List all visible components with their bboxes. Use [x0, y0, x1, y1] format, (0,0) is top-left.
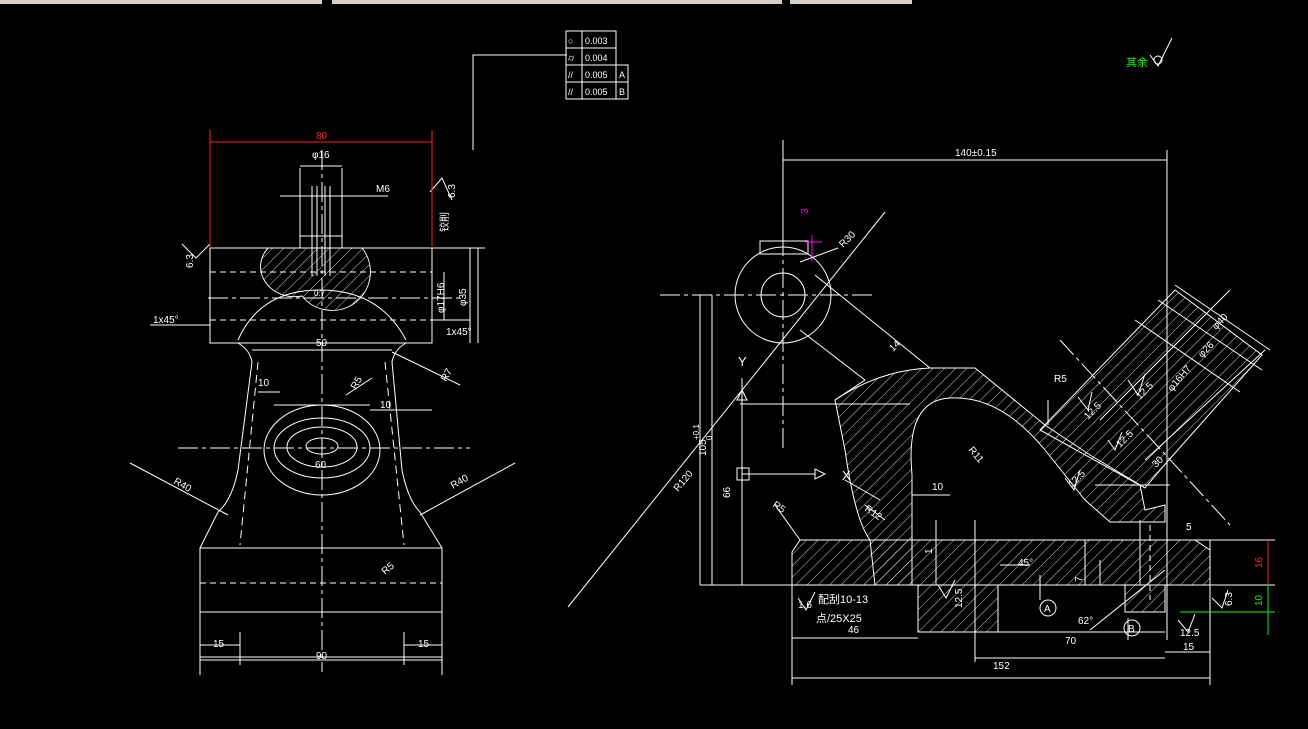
- dim-width-top: 80: [316, 131, 328, 142]
- toolbar-segment: [0, 0, 322, 4]
- dim-height-105: 105: [698, 439, 709, 456]
- tolerance-symbol: ○: [568, 36, 573, 46]
- tolerance-datum: B: [619, 87, 625, 97]
- surface-note-label: 其余: [1126, 55, 1148, 69]
- dim-15: 15: [1183, 642, 1195, 653]
- dim-thread: M6: [376, 184, 390, 195]
- roughness-value: 1.6: [798, 600, 812, 611]
- axis-label-x: X: [842, 468, 851, 483]
- radius-label: R11: [966, 445, 986, 466]
- dim-14: 14: [887, 338, 903, 354]
- roughness-value: 6.3: [185, 254, 196, 268]
- roughness-symbol-icon: [1149, 37, 1173, 67]
- axis-label-y: Y: [738, 354, 747, 369]
- ream-note: 配刮10-13: [818, 592, 868, 606]
- right-view: [567, 140, 1275, 685]
- dim-overall-length: 140±0.15: [955, 148, 997, 159]
- toolbar-segment: [332, 0, 782, 4]
- spot-note: 点/25X25: [816, 612, 862, 625]
- tolerance-value: 0.004: [585, 53, 608, 63]
- angle-45: 45°: [1018, 558, 1033, 569]
- dim-1: 1: [924, 548, 935, 554]
- roughness-value: 12.5: [1180, 628, 1200, 639]
- dim-dia-35: φ35: [458, 288, 469, 306]
- angle-62: 62°: [1078, 616, 1093, 627]
- radius-label: R30: [837, 229, 858, 250]
- window-top-strip: [0, 0, 1308, 4]
- dim-60: 60: [315, 460, 327, 471]
- tolerance-symbol: ⌭: [568, 53, 575, 63]
- chamfer-left: 1x45°: [153, 315, 179, 326]
- datum-label-a: A: [1044, 604, 1051, 615]
- dim-15: 15: [418, 639, 430, 650]
- dim-small: 0.7: [314, 289, 326, 298]
- dim-70: 70: [1065, 636, 1077, 647]
- datum-label-b: B: [1128, 624, 1135, 635]
- radius-label: R5: [349, 375, 365, 392]
- dim-10: 10: [380, 400, 392, 411]
- dim-152: 152: [993, 661, 1010, 672]
- radius-label: R5: [380, 560, 397, 577]
- tolerance-value: 0.003: [585, 36, 608, 46]
- dim-tolerance-upper: +0.1: [692, 424, 701, 440]
- dim-10: 10: [932, 482, 944, 493]
- radius-label: R40: [172, 476, 194, 495]
- green-dimension-10: [1180, 585, 1275, 635]
- ream-note: 铰削: [438, 212, 451, 232]
- tolerance-value: 0.005: [585, 87, 608, 97]
- dim-3: 3: [800, 208, 811, 214]
- tolerance-symbol: //: [568, 87, 574, 97]
- tolerance-datum: A: [619, 70, 625, 80]
- dim-90: 90: [316, 651, 328, 662]
- roughness-value: 6.3: [1224, 592, 1235, 606]
- dim-bore-dia: φ16: [312, 150, 330, 161]
- dim-7: 7: [1074, 576, 1085, 582]
- radius-label: R5: [770, 499, 787, 516]
- dim-15: 15: [213, 639, 225, 650]
- radius-label: R5: [1054, 374, 1067, 385]
- roughness-value: 12.5: [954, 588, 965, 608]
- dim-10-green: 10: [1254, 594, 1265, 606]
- dim-hole-fit: φ17H6: [436, 282, 447, 313]
- tolerance-frame: [472, 30, 629, 150]
- dim-tolerance-lower: 0: [705, 435, 714, 440]
- dim-neck-width: 50: [316, 338, 328, 349]
- left-view: [129, 150, 516, 675]
- dim-66: 66: [722, 486, 733, 498]
- dim-5: 5: [1186, 522, 1192, 533]
- toolbar-segment: [790, 0, 912, 4]
- chamfer-right: 1x45°: [446, 327, 472, 338]
- tolerance-value: 0.005: [585, 70, 608, 80]
- dim-16: 16: [1254, 556, 1265, 568]
- dim-46: 46: [848, 625, 860, 636]
- tolerance-symbol: //: [568, 70, 574, 80]
- red-dimension-80: [209, 130, 433, 248]
- radius-label: R120: [672, 468, 696, 494]
- dim-10: 10: [258, 378, 270, 389]
- roughness-value: 6.3: [447, 184, 458, 198]
